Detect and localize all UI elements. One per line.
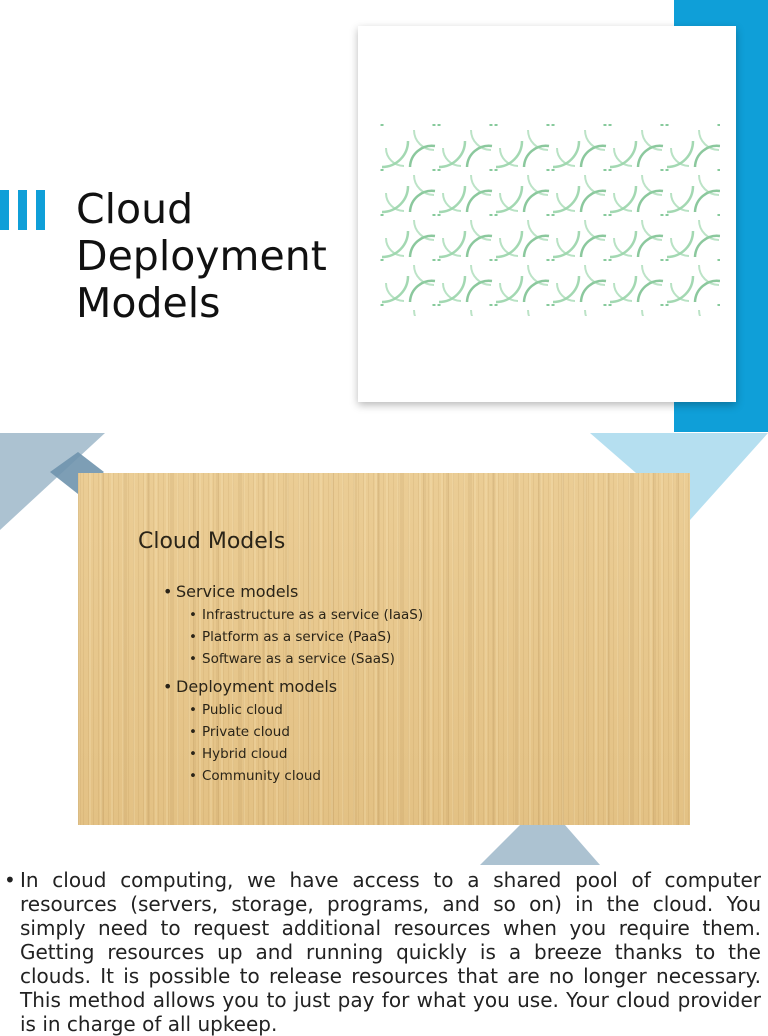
title-accent-bars xyxy=(0,190,46,230)
body-paragraph: In cloud computing, we have access to a … xyxy=(20,868,761,1036)
page-title: Cloud Deployment Models xyxy=(76,185,327,327)
list-item: Community cloud xyxy=(189,768,321,784)
list-item: Public cloud xyxy=(189,702,283,718)
slide-title: Cloud Models xyxy=(138,529,286,554)
list-item: Hybrid cloud xyxy=(189,746,288,762)
list-item: Private cloud xyxy=(189,724,290,740)
list-item: Platform as a service (PaaS) xyxy=(189,629,391,645)
list-item: Software as a service (SaaS) xyxy=(189,651,395,667)
slide-bullet-list: Service models Infrastructure as a servi… xyxy=(78,473,690,825)
list-item: Deployment models xyxy=(163,677,337,696)
bullet-icon: • xyxy=(4,868,16,892)
list-item: Service models xyxy=(163,582,298,601)
cloud-models-slide-image: Cloud Models Service models Infrastructu… xyxy=(78,473,690,825)
arc-pattern-image xyxy=(380,124,720,316)
list-item: Infrastructure as a service (IaaS) xyxy=(189,607,423,623)
pattern-card xyxy=(358,26,736,402)
